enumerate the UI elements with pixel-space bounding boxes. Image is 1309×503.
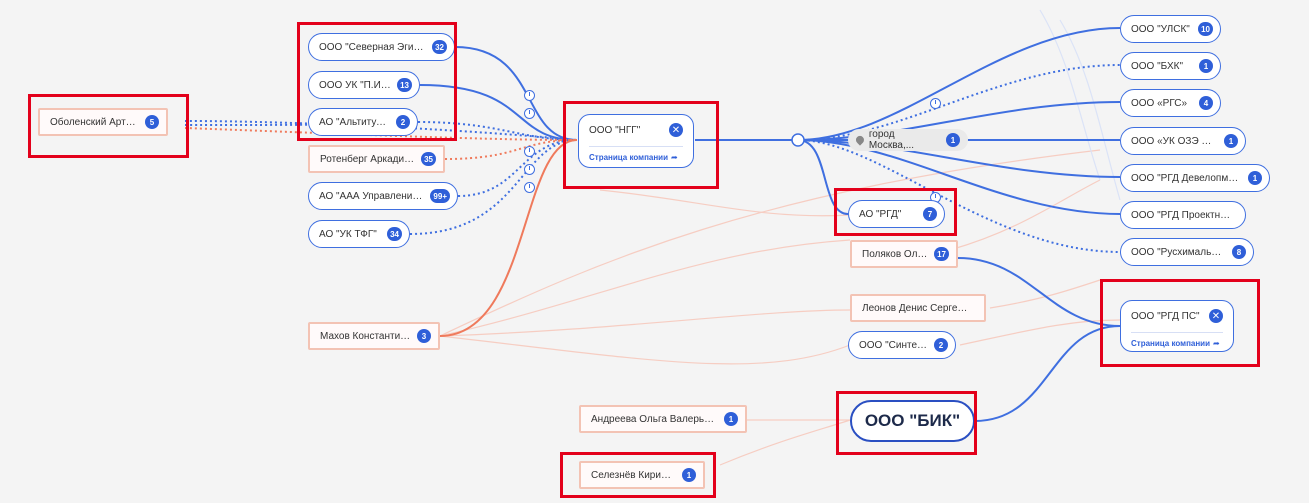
selected-company-card[interactable]: ООО "РГД ПС" ✕ Страница компании➦ bbox=[1120, 300, 1234, 352]
node-label: ООО "РГД Проектное... bbox=[1131, 209, 1232, 221]
clock-icon bbox=[524, 90, 535, 101]
count-badge: 32 bbox=[432, 40, 447, 54]
company-node[interactable]: ООО «УК ОЗЭ ППТ... 1 bbox=[1120, 127, 1246, 155]
count-badge: 1 bbox=[946, 133, 960, 147]
divider bbox=[1131, 332, 1223, 333]
node-label: АО "УК ТФГ" bbox=[319, 228, 377, 240]
highlight-box bbox=[297, 22, 457, 141]
company-node[interactable]: ООО "Синтеко" 2 bbox=[848, 331, 956, 359]
person-node[interactable]: Оболенский Артем... 5 bbox=[38, 108, 168, 136]
node-label: ООО "РГД Девелопмент" bbox=[1131, 172, 1242, 184]
highlight-box bbox=[563, 101, 719, 189]
company-node[interactable]: ООО «РГС» 4 bbox=[1120, 89, 1221, 117]
person-node[interactable]: Андреева Ольга Валерьевна 1 bbox=[579, 405, 747, 433]
node-label: Андреева Ольга Валерьевна bbox=[591, 413, 718, 425]
person-node[interactable]: Леонов Денис Сергеевич bbox=[850, 294, 986, 322]
count-badge: 35 bbox=[421, 152, 436, 166]
company-node[interactable]: ООО "РГД Проектное... bbox=[1120, 201, 1246, 229]
node-label: ООО «РГС» bbox=[1131, 97, 1188, 109]
company-page-link[interactable]: Страница компании➦ bbox=[1131, 339, 1220, 348]
node-label: ООО "УЛСК" bbox=[1131, 23, 1190, 35]
node-label: ООО "НГГ" bbox=[589, 124, 641, 136]
count-badge: 5 bbox=[145, 115, 159, 129]
count-badge: 7 bbox=[923, 207, 937, 221]
count-badge: 3 bbox=[417, 329, 431, 343]
highlight-box bbox=[836, 391, 977, 455]
count-badge: 13 bbox=[397, 78, 412, 92]
count-badge: 1 bbox=[682, 468, 696, 482]
count-badge: 2 bbox=[396, 115, 410, 129]
node-label: Леонов Денис Сергеевич bbox=[862, 302, 971, 314]
company-node[interactable]: ООО "РГД Девелопмент" 1 bbox=[1120, 164, 1270, 192]
node-label: ООО "Русхимальянс" bbox=[1131, 246, 1226, 258]
clock-icon bbox=[930, 98, 941, 109]
count-badge: 1 bbox=[1199, 59, 1213, 73]
company-node[interactable]: АО "ААА Управление... 99+ bbox=[308, 182, 458, 210]
clock-icon bbox=[524, 146, 535, 157]
company-node[interactable]: ООО "Северная Эгида" 32 bbox=[308, 33, 455, 61]
count-badge: 10 bbox=[1198, 22, 1213, 36]
divider bbox=[589, 146, 683, 147]
node-label: ООО "БИК" bbox=[864, 411, 961, 430]
count-badge: 17 bbox=[934, 247, 949, 261]
count-badge: 1 bbox=[724, 412, 738, 426]
node-label: Поляков Олег... bbox=[862, 248, 929, 260]
arrow-icon: ➦ bbox=[671, 153, 678, 162]
address-node[interactable]: город Москва,... 1 bbox=[848, 129, 968, 151]
arrow-icon: ➦ bbox=[1213, 339, 1220, 348]
count-badge: 8 bbox=[1232, 245, 1246, 259]
count-badge: 4 bbox=[1199, 96, 1213, 110]
company-page-link[interactable]: Страница компании➦ bbox=[589, 153, 678, 162]
highlight-box bbox=[834, 188, 957, 236]
clock-icon bbox=[524, 164, 535, 175]
node-label: ООО "Синтеко" bbox=[859, 339, 928, 351]
count-badge: 1 bbox=[1224, 134, 1238, 148]
node-label: Ротенберг Аркадий... bbox=[320, 153, 416, 165]
company-node[interactable]: ООО "БХК" 1 bbox=[1120, 52, 1221, 80]
company-node[interactable]: ООО "Русхимальянс" 8 bbox=[1120, 238, 1254, 266]
close-icon[interactable]: ✕ bbox=[669, 123, 683, 137]
count-badge: 2 bbox=[934, 338, 948, 352]
company-node[interactable]: ООО "УЛСК" 10 bbox=[1120, 15, 1221, 43]
person-node[interactable]: Ротенберг Аркадий... 35 bbox=[308, 145, 445, 173]
company-node[interactable]: АО "Альтитуда" 2 bbox=[308, 108, 418, 136]
highlight-box bbox=[560, 452, 716, 498]
count-badge: 99+ bbox=[430, 189, 450, 203]
company-node[interactable]: АО "РГД" 7 bbox=[848, 200, 945, 228]
node-label: ООО «УК ОЗЭ ППТ... bbox=[1131, 135, 1218, 147]
count-badge: 34 bbox=[387, 227, 402, 241]
count-badge: 1 bbox=[1248, 171, 1262, 185]
person-node[interactable]: Поляков Олег... 17 bbox=[850, 240, 958, 268]
person-node[interactable]: Селезнёв Кирилл... 1 bbox=[579, 461, 705, 489]
node-label: ООО "РГД ПС" bbox=[1131, 310, 1200, 322]
node-label: Махов Константин... bbox=[320, 330, 411, 342]
person-node[interactable]: Махов Константин... 3 bbox=[308, 322, 440, 350]
company-node[interactable]: ООО УК "П.И.Р." 13 bbox=[308, 71, 420, 99]
company-node-large[interactable]: ООО "БИК" bbox=[850, 400, 975, 442]
close-icon[interactable]: ✕ bbox=[1209, 309, 1223, 323]
node-label: ООО "БХК" bbox=[1131, 60, 1184, 72]
node-label: АО "ААА Управление... bbox=[319, 190, 425, 202]
selected-company-card[interactable]: ООО "НГГ" ✕ Страница компании➦ bbox=[578, 114, 694, 168]
clock-icon bbox=[524, 108, 535, 119]
location-pin-icon bbox=[854, 134, 866, 146]
highlight-box bbox=[1100, 279, 1260, 367]
company-node[interactable]: АО "УК ТФГ" 34 bbox=[308, 220, 410, 248]
clock-icon bbox=[524, 182, 535, 193]
highlight-box bbox=[28, 94, 189, 158]
node-label: город Москва,... bbox=[868, 129, 915, 151]
